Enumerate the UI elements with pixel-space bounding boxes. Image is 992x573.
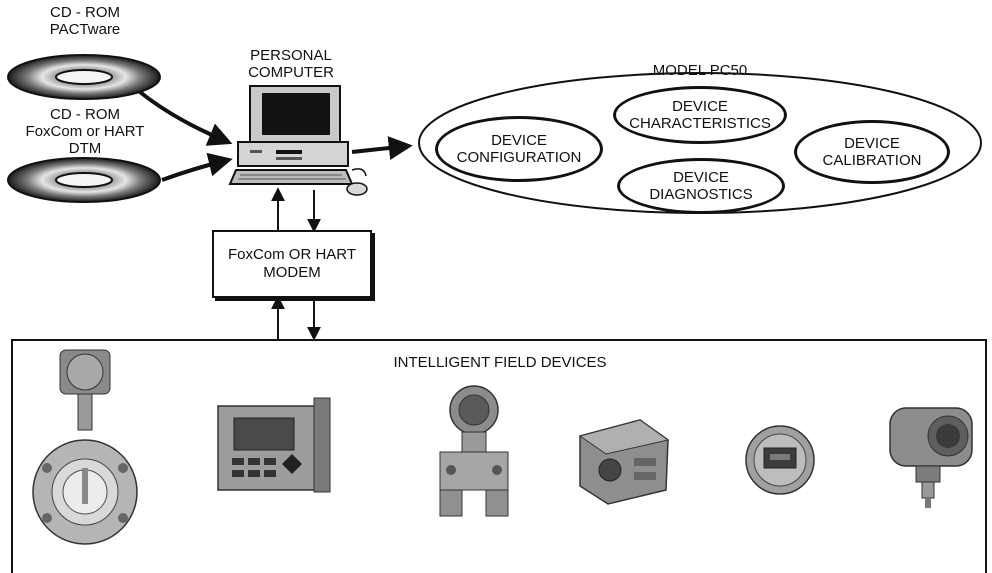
device-calibration-line2: CALIBRATION — [822, 152, 922, 169]
cd-rom-dtm-disc — [7, 157, 161, 203]
cd-rom-pactware-line1: CD - ROM — [50, 4, 120, 21]
device-diagnostics-line2: DIAGNOSTICS — [649, 186, 753, 203]
cd-rom-dtm-label: CD - ROM FoxCom or HART DTM — [20, 106, 150, 157]
cd-rom-dtm-line2: FoxCom or HART — [25, 123, 145, 140]
flowmeter-device-image — [32, 349, 138, 545]
modem-line2: MODEM — [263, 264, 321, 281]
device-characteristics-line2: CHARACTERISTICS — [629, 115, 771, 132]
personal-computer-line1: PERSONAL — [250, 47, 332, 64]
panel-controller-device-image — [217, 397, 331, 493]
arrow-pactware-to-computer — [138, 90, 233, 146]
cd-rom-dtm-line1: CD - ROM — [50, 106, 120, 123]
device-configuration-line2: CONFIGURATION — [456, 149, 582, 166]
device-diagnostics-line1: DEVICE — [673, 169, 729, 186]
personal-computer-line2: COMPUTER — [248, 64, 334, 81]
modem-line1: FoxCom OR HART — [227, 246, 357, 263]
cd-rom-dtm-line3: DTM — [68, 140, 102, 157]
device-diagnostics-oval: DEVICE DIAGNOSTICS — [617, 158, 785, 214]
cd-rom-pactware-label: CD - ROM PACTware — [20, 4, 150, 38]
personal-computer-icon — [228, 85, 368, 196]
field-devices-title: INTELLIGENT FIELD DEVICES — [393, 354, 607, 371]
model-pc50-title: MODEL PC50 — [652, 62, 748, 79]
device-configuration-oval: DEVICE CONFIGURATION — [435, 116, 603, 182]
device-characteristics-oval: DEVICE CHARACTERISTICS — [613, 86, 787, 144]
pressure-transmitter-device-image — [439, 385, 509, 517]
modem-box: FoxCom OR HART MODEM — [212, 230, 372, 298]
valve-positioner-device-image — [578, 419, 670, 505]
round-indicator-device-image — [745, 425, 815, 495]
device-configuration-line1: DEVICE — [491, 132, 547, 149]
personal-computer-label: PERSONAL COMPUTER — [236, 47, 346, 81]
cd-rom-pactware-line2: PACTware — [49, 21, 121, 38]
device-characteristics-line1: DEVICE — [672, 98, 728, 115]
device-calibration-oval: DEVICE CALIBRATION — [794, 120, 950, 184]
arrow-computer-to-model — [351, 136, 413, 160]
temperature-transmitter-device-image — [889, 407, 973, 508]
cd-rom-pactware-disc — [7, 54, 161, 100]
device-calibration-line1: DEVICE — [844, 135, 900, 152]
arrow-dtm-to-computer — [161, 152, 233, 182]
